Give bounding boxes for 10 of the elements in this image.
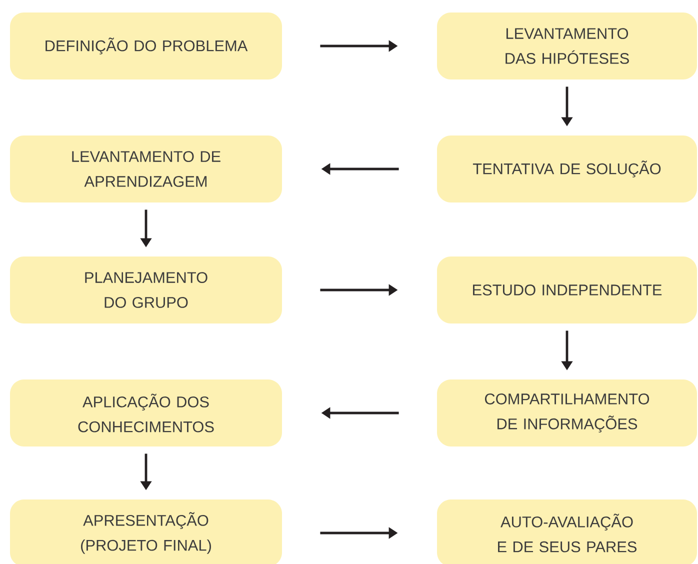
- process-box: AUTO-AVALIAÇÃO E DE SEUS PARES: [437, 500, 697, 564]
- process-box: LEVANTAMENTO DAS HIPÓTESES: [437, 12, 697, 80]
- process-box: ESTUDO INDEPENDENTE: [437, 256, 697, 324]
- process-box: APLICAÇÃO DOS CONHECIMENTOS: [10, 380, 282, 446]
- process-box: DEFINIÇÃO DO PROBLEMA: [10, 12, 282, 80]
- process-box: APRESENTAÇÃO (PROJETO FINAL): [10, 500, 282, 564]
- process-box: LEVANTAMENTO DE APRENDIZAGEM: [10, 136, 282, 202]
- process-box: TENTATIVA DE SOLUÇÃO: [437, 136, 697, 202]
- process-box: PLANEJAMENTO DO GRUPO: [10, 256, 282, 324]
- process-box: COMPARTILHAMENTO DE INFORMAÇÕES: [437, 380, 697, 446]
